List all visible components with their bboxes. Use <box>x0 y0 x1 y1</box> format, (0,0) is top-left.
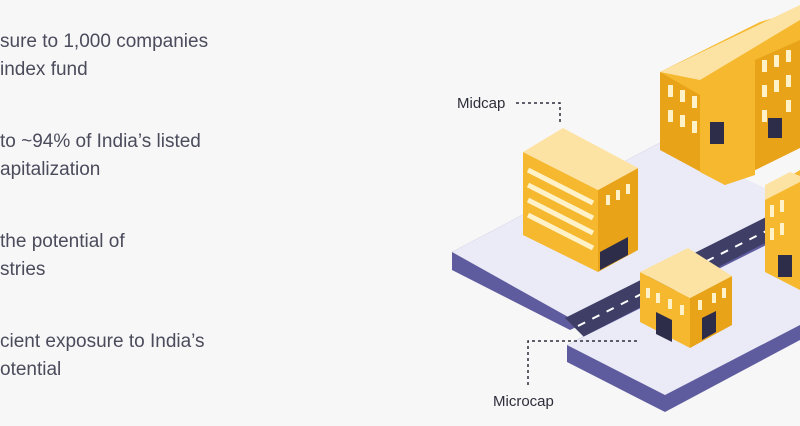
right-building <box>765 170 800 290</box>
feature-text: sure to 1,000 companies <box>0 31 209 52</box>
midcap-label: Midcap <box>457 95 505 112</box>
microcap-label: Microcap <box>493 393 554 410</box>
feature-text: apitalization <box>0 159 101 180</box>
microcap-building <box>640 248 732 348</box>
large-building <box>660 5 800 185</box>
feature-text: to ~94% of India’s listed <box>0 131 201 152</box>
feature-item-1: sure to 1,000 companies index fund <box>0 28 208 84</box>
feature-text: index fund <box>0 59 88 80</box>
microcap-pointer <box>527 340 640 385</box>
feature-text: cient exposure to India’s <box>0 331 205 352</box>
feature-text: stries <box>0 259 46 280</box>
feature-item-3: the potential of stries <box>0 228 125 284</box>
feature-text: otential <box>0 359 62 380</box>
feature-text: the potential of <box>0 231 125 252</box>
door-icon <box>710 122 724 144</box>
midcap-pointer <box>516 102 561 125</box>
midcap-building <box>523 128 638 272</box>
feature-item-2: to ~94% of India’s listed apitalization <box>0 128 201 184</box>
feature-item-4: cient exposure to India’s otential <box>0 328 205 384</box>
